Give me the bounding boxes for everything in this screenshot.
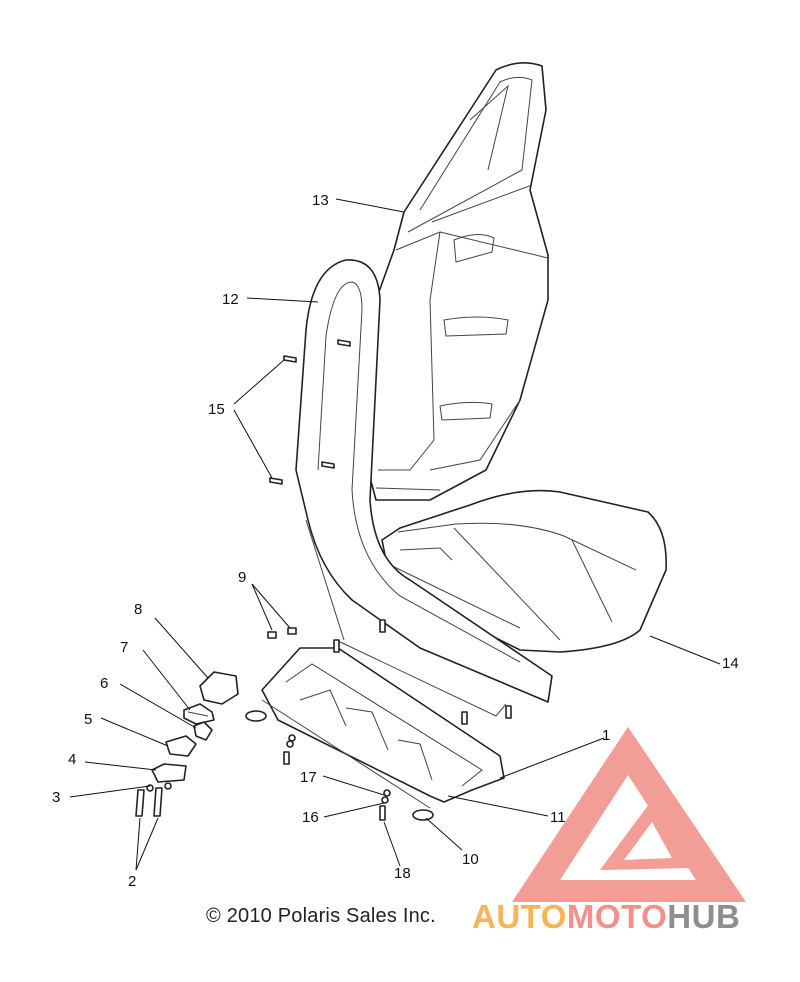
callout-18: 18 (394, 865, 411, 882)
callout-labels: 13 12 15 9 8 7 6 5 4 3 2 1 14 11 10 17 1… (52, 192, 739, 890)
callout-6: 6 (100, 675, 108, 692)
callout-11: 11 (550, 809, 566, 826)
callout-2: 2 (128, 873, 136, 890)
automotohub-logo (512, 727, 746, 902)
callout-16: 16 (302, 809, 319, 826)
callout-14: 14 (722, 655, 739, 672)
callout-1: 1 (602, 727, 610, 744)
callout-17: 17 (300, 769, 317, 786)
fasteners (135, 339, 512, 821)
rubber-pads (245, 710, 434, 821)
callout-3: 3 (52, 789, 60, 806)
callout-8: 8 (134, 601, 142, 618)
copyright-notice: © 2010 Polaris Sales Inc. (206, 905, 436, 927)
callout-12: 12 (222, 291, 239, 308)
callout-9: 9 (238, 569, 246, 586)
wordmark-auto: AUTO (472, 898, 567, 935)
callout-13: 13 (312, 192, 329, 209)
wordmark-hub: HUB (667, 898, 741, 935)
seat-back (367, 62, 549, 501)
seat-base (261, 647, 505, 809)
seat-frame (295, 259, 553, 717)
wordmark-moto: MOTO (566, 898, 668, 935)
callout-7: 7 (120, 639, 128, 656)
latch-hardware (151, 671, 239, 783)
callout-5: 5 (84, 711, 92, 728)
leader-lines (69, 198, 721, 871)
callout-15: 15 (208, 401, 225, 418)
automotohub-wordmark: AUTOMOTOHUB (472, 898, 740, 936)
callout-4: 4 (68, 751, 76, 768)
callout-10: 10 (462, 851, 479, 868)
